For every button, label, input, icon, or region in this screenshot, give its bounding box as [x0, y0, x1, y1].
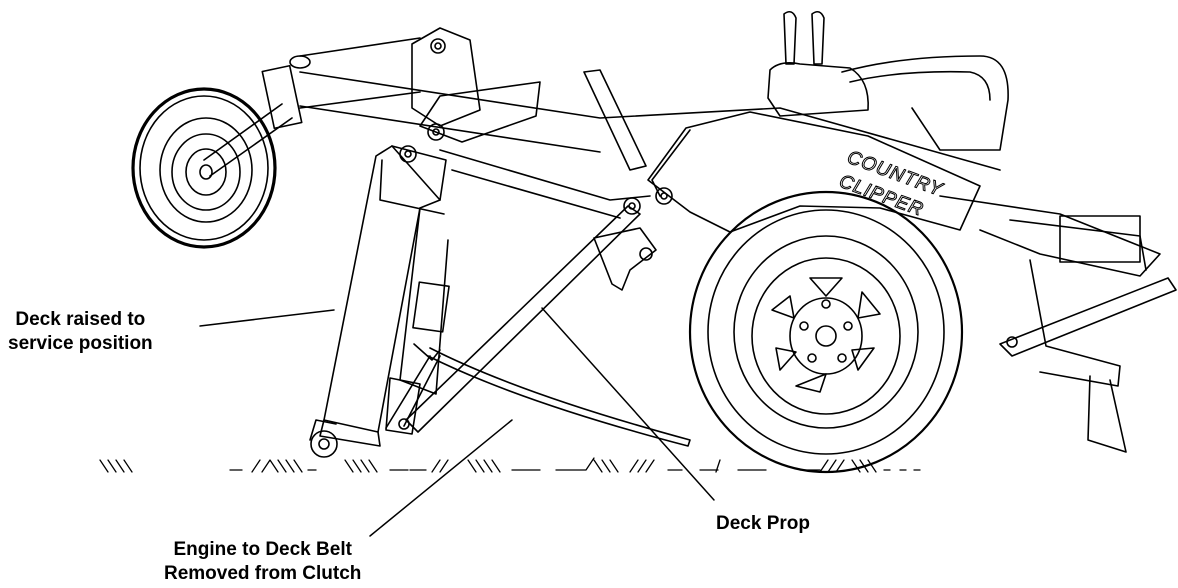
rear-drive-wheel: [688, 190, 964, 474]
deck-belt-callout-line-1: Engine to Deck Belt: [173, 539, 352, 560]
deck-belt-callout-line-2: Removed from Clutch: [164, 563, 362, 584]
front-caster-wheel: [131, 37, 421, 249]
leader-deck-prop: [541, 307, 715, 501]
mower-deck: [309, 145, 450, 458]
leader-belt: [369, 419, 513, 537]
deck-prop: [405, 197, 641, 433]
deck-raised-callout-line-1: Deck raised to: [15, 309, 146, 330]
chassis: COUNTRY CLIPPER: [593, 111, 1177, 453]
deck-raised-callout: Deck raised to service position: [8, 308, 153, 356]
leader-deck-raised: [199, 309, 335, 327]
deck-belt: [385, 347, 691, 447]
lift-frame: [299, 27, 1001, 219]
ground-line: [99, 457, 921, 473]
control-levers-and-seat: [583, 10, 1009, 171]
deck-raised-callout-line-2: service position: [8, 333, 153, 354]
leader-lines: [199, 307, 715, 537]
deck-prop-callout: Deck Prop: [716, 513, 810, 534]
deck-belt-callout: Engine to Deck Belt Removed from Clutch: [164, 538, 361, 586]
